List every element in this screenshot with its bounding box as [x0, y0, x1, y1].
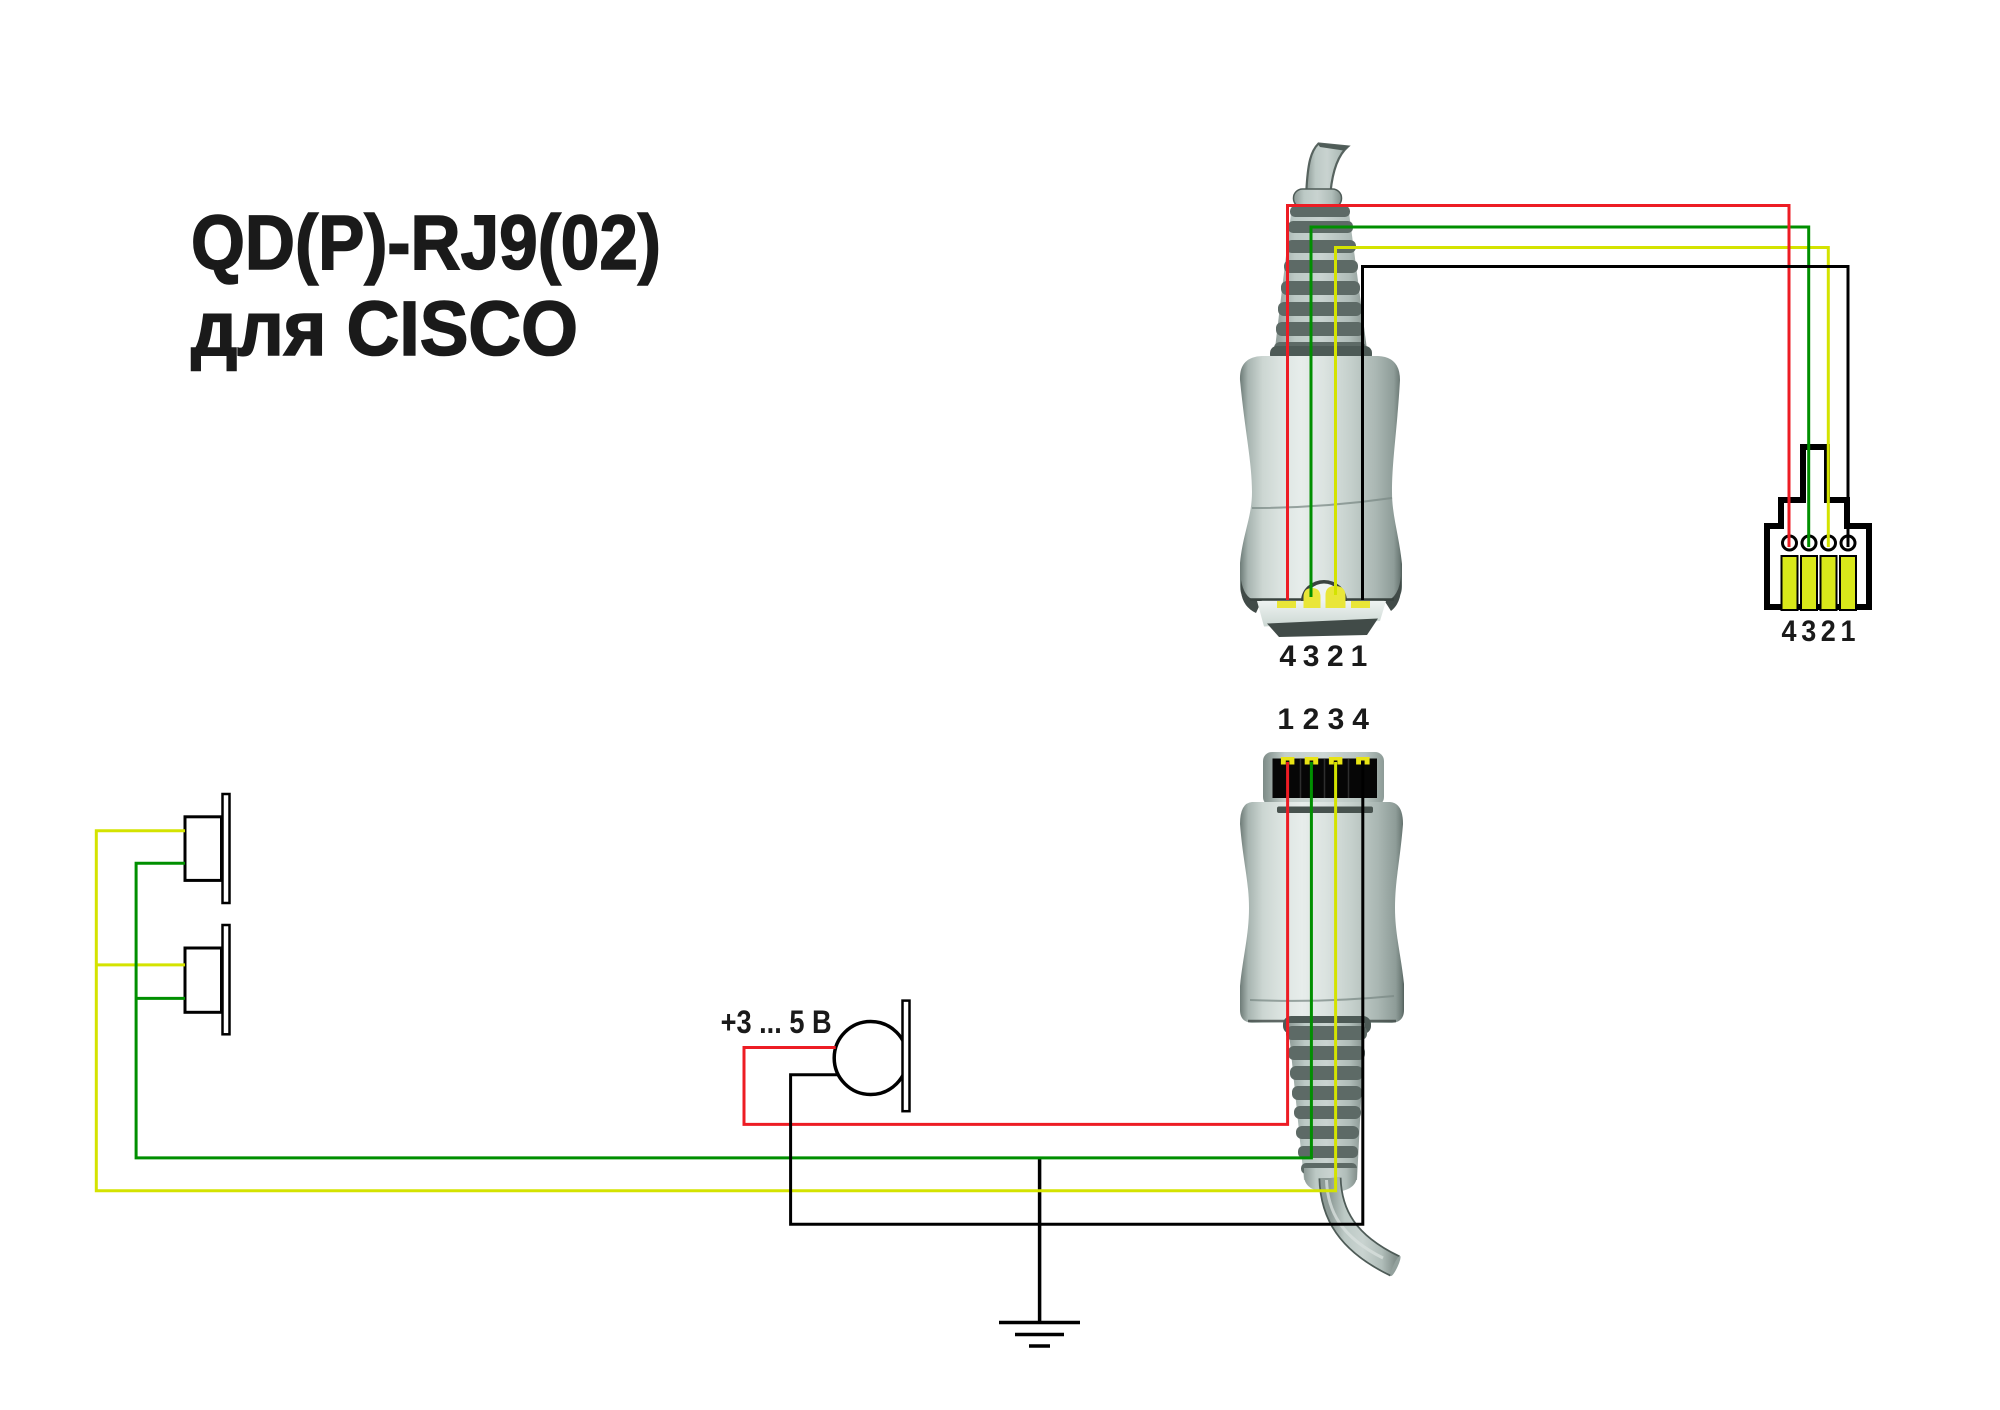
svg-text:1: 1 — [1841, 615, 1856, 648]
svg-text:4: 4 — [1782, 615, 1797, 648]
svg-text:3: 3 — [1328, 703, 1345, 736]
svg-text:4: 4 — [1352, 703, 1369, 736]
svg-text:3: 3 — [1801, 615, 1816, 648]
svg-text:2: 2 — [1327, 640, 1344, 673]
svg-text:2: 2 — [1821, 615, 1836, 648]
svg-text:QD(P)-RJ9(02): QD(P)-RJ9(02) — [191, 200, 661, 286]
svg-text:1: 1 — [1277, 703, 1294, 736]
svg-text:+3 ... 5 В: +3 ... 5 В — [721, 1004, 832, 1040]
svg-text:4: 4 — [1279, 640, 1296, 673]
svg-text:для CISCO: для CISCO — [191, 286, 578, 372]
svg-text:1: 1 — [1351, 640, 1368, 673]
svg-text:2: 2 — [1303, 703, 1320, 736]
svg-text:3: 3 — [1303, 640, 1320, 673]
